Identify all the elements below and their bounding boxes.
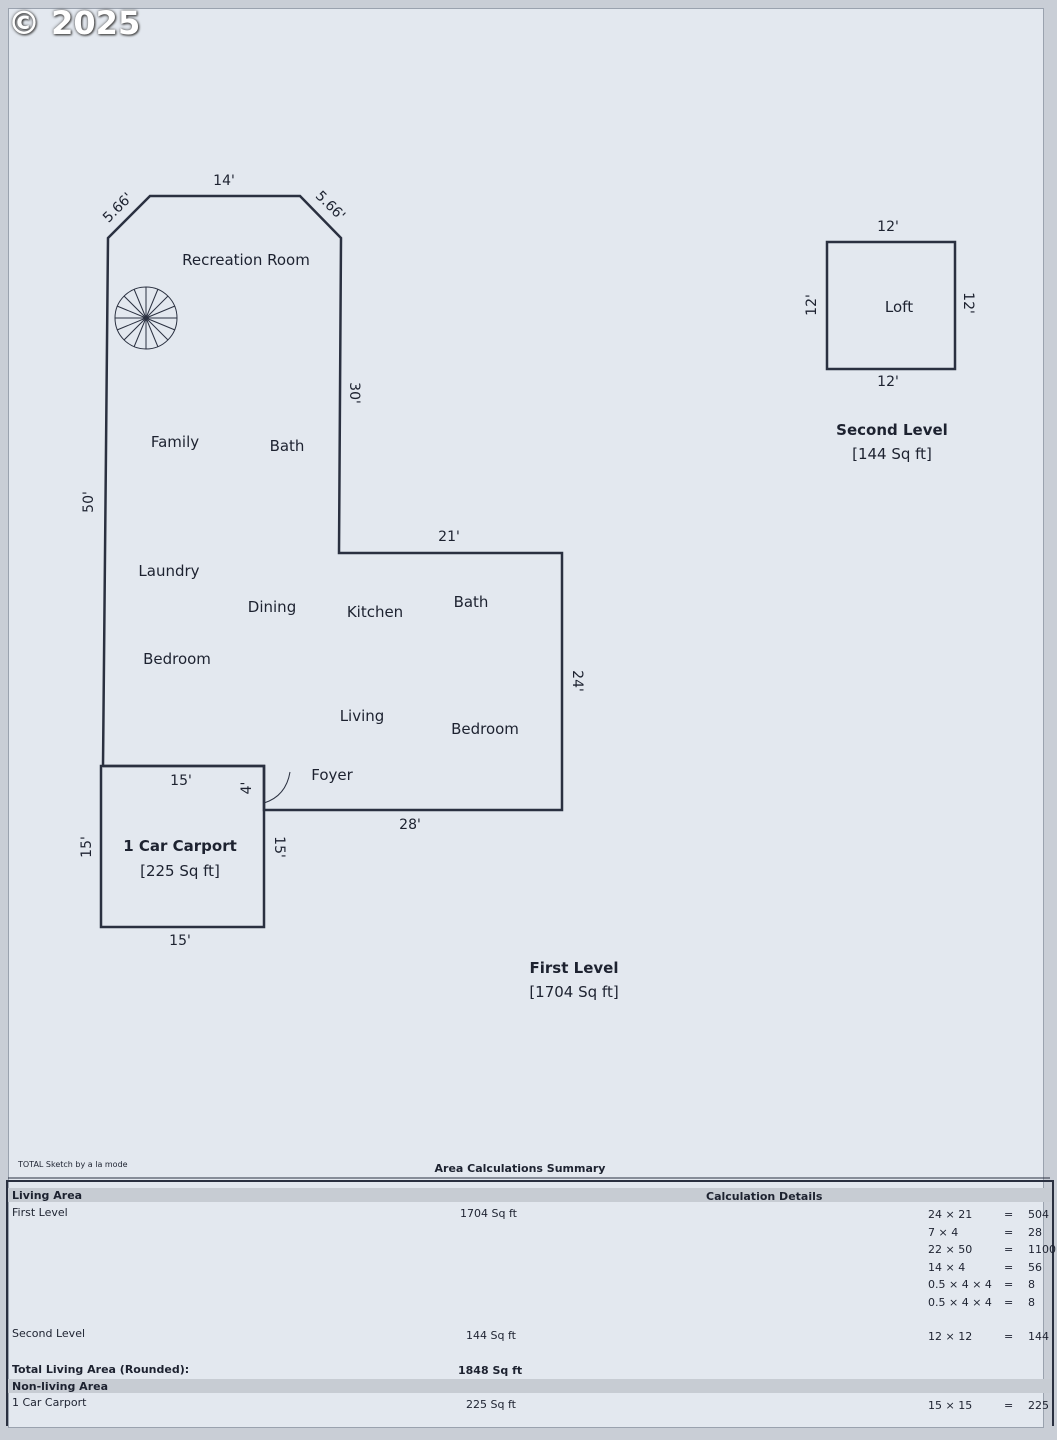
first-level-calc-eq: = — [1004, 1225, 1014, 1239]
calc-details-header: Calculation Details — [706, 1190, 823, 1203]
first-level-calc-val: 56 — [1028, 1260, 1042, 1274]
summary-title: Area Calculations Summary — [434, 1162, 606, 1175]
first-level-calc-expr: 0.5 × 4 × 4 — [928, 1295, 992, 1309]
first-level-value: 1704 Sq ft — [460, 1207, 517, 1220]
carport-calc-expr: 15 × 15 — [928, 1399, 973, 1412]
carport-summary-label: 1 Car Carport — [12, 1396, 87, 1409]
dim-right-upper: 30' — [346, 382, 362, 404]
room-bath-1: Bath — [269, 437, 305, 455]
loft-dim-top: 12' — [877, 219, 899, 235]
room-bedroom-1: Bedroom — [143, 650, 211, 668]
room-bedroom-2: Bedroom — [451, 720, 519, 738]
first-level-calc-eq: = — [1004, 1295, 1014, 1309]
carport-summary-value: 225 Sq ft — [466, 1398, 516, 1411]
carport-title: 1 Car Carport — [123, 837, 237, 855]
total-living-label: Total Living Area (Rounded): — [12, 1363, 190, 1376]
total-living-value: 1848 Sq ft — [458, 1364, 523, 1377]
dim-bottom: 28' — [399, 817, 421, 833]
room-kitchen: Kitchen — [346, 603, 404, 621]
second-level-title: Second Level — [836, 421, 948, 439]
first-level-calc-eq: = — [1004, 1278, 1014, 1291]
carport-dim-bottom: 15' — [169, 933, 191, 949]
carport-dim-left: 15' — [79, 836, 95, 858]
dim-notch: 4' — [239, 781, 255, 795]
second-level-label: Second Level — [12, 1327, 86, 1340]
loft-outline — [825, 240, 957, 371]
dim-right-lower: 24' — [569, 670, 585, 692]
first-level-title: First Level — [529, 959, 619, 977]
loft-dim-bottom: 12' — [877, 374, 899, 390]
carport-area: [225 Sq ft] — [140, 862, 220, 880]
first-level-calc-eq: = — [1004, 1208, 1014, 1221]
first-level-calc-val: 8 — [1028, 1278, 1035, 1291]
first-level-calc-eq: = — [1004, 1243, 1014, 1256]
dim-top: 14' — [213, 173, 235, 189]
non-living-band — [8, 1379, 1052, 1393]
first-level-calc-val: 28 — [1028, 1225, 1042, 1239]
first-level-label: First Level — [12, 1206, 68, 1219]
spiral-staircase-icon — [114, 286, 178, 350]
carport-calc-val: 225 — [1028, 1399, 1049, 1412]
first-level-calc-val: 8 — [1028, 1295, 1035, 1309]
living-area-header: Living Area — [12, 1189, 83, 1202]
non-living-header: Non-living Area — [12, 1380, 108, 1393]
carport-calc-eq: = — [1004, 1399, 1014, 1412]
room-family: Family — [150, 433, 200, 451]
second-level-area: [144 Sq ft] — [852, 445, 932, 463]
living-area-band — [8, 1188, 1052, 1202]
carport-dim-right: 15' — [271, 836, 287, 858]
room-living: Living — [339, 707, 385, 725]
second-level-calc-val: 144 — [1028, 1330, 1049, 1343]
room-bath-2: Bath — [453, 593, 489, 611]
room-foyer: Foyer — [311, 766, 353, 784]
first-level-calc-expr: 14 × 4 — [928, 1260, 966, 1274]
first-level-calc-val: 1100 — [1028, 1243, 1056, 1256]
first-level-calc-expr: 7 × 4 — [928, 1225, 959, 1239]
room-dining: Dining — [247, 598, 297, 616]
first-level-calc-expr: 24 × 21 — [928, 1208, 973, 1221]
first-level-calc-val: 504 — [1028, 1208, 1049, 1221]
second-level-value: 144 Sq ft — [466, 1329, 516, 1342]
loft-dim-right: 12' — [960, 292, 976, 314]
second-level-caption: Second Level [144 Sq ft] — [836, 418, 948, 466]
summary-note: TOTAL Sketch by a la mode — [18, 1160, 128, 1169]
door-swing-icon — [263, 771, 291, 804]
area-calculations-table: Living Area Calculation Details First Le… — [6, 1180, 1056, 1426]
dim-left: 50' — [81, 491, 97, 513]
first-level-area: [1704 Sq ft] — [529, 983, 619, 1001]
dim-step: 21' — [438, 529, 460, 545]
first-level-caption: First Level [1704 Sq ft] — [529, 956, 618, 1004]
room-loft: Loft — [884, 298, 914, 316]
first-level-outline — [101, 194, 564, 812]
first-level-calc-eq: = — [1004, 1260, 1014, 1274]
room-laundry: Laundry — [138, 562, 200, 580]
second-level-calc-expr: 12 × 12 — [928, 1330, 973, 1343]
room-recreation-room: Recreation Room — [182, 251, 310, 269]
first-level-calc-expr: 22 × 50 — [928, 1243, 973, 1256]
copyright-watermark: © 2025 — [8, 4, 141, 42]
first-level-calc-expr: 0.5 × 4 × 4 — [928, 1278, 992, 1291]
loft-dim-left: 12' — [804, 294, 820, 316]
second-level-calc-eq: = — [1004, 1330, 1014, 1343]
carport-dim-top: 15' — [170, 773, 192, 789]
carport-outline — [99, 764, 266, 929]
